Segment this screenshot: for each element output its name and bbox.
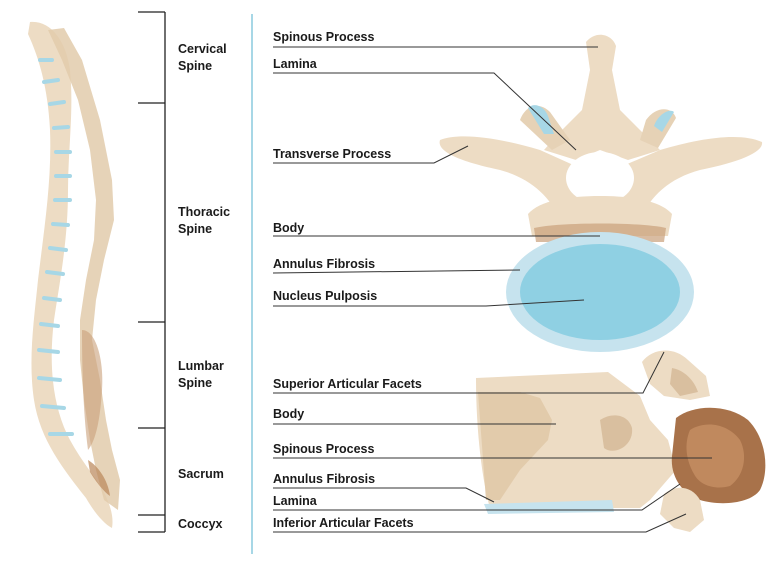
side-body-shade	[478, 392, 552, 500]
region-label-sacrum: Sacrum	[178, 466, 224, 483]
vertebral-foramen	[566, 152, 634, 204]
vertebra-side-view	[476, 350, 766, 532]
intervertebral-discs	[37, 58, 74, 436]
lumbar-shading	[82, 330, 103, 450]
facet-left	[528, 105, 554, 134]
region-label-thoracic: Thoracic Spine	[178, 204, 230, 238]
leader-lines	[272, 46, 712, 533]
label-inferior-articular-facets: Inferior Articular Facets	[273, 516, 414, 530]
region-label-line: Spine	[178, 59, 213, 73]
region-label-coccyx: Coccyx	[178, 516, 222, 533]
region-label-line: Spine	[178, 222, 213, 236]
region-label-line: Lumbar	[178, 359, 224, 373]
label-nucleus-pulposis: Nucleus Pulposis	[273, 289, 378, 303]
region-label-line: Thoracic	[178, 205, 231, 219]
label-side-annulus-fibrosis: Annulus Fibrosis	[273, 472, 376, 486]
spinal-processes	[48, 28, 120, 510]
label-side-spinous-process: Spinous Process	[273, 442, 375, 456]
label-superior-articular-facets: Superior Articular Facets	[273, 377, 422, 391]
spine-illustration	[28, 21, 120, 528]
side-body-spot	[600, 415, 633, 451]
label-transverse-process: Transverse Process	[273, 147, 392, 161]
label-spinous-process: Spinous Process	[273, 30, 375, 44]
sacrum-shading	[88, 460, 110, 496]
facet-right	[654, 110, 674, 132]
region-label-line: Coccyx	[178, 517, 223, 531]
nucleus-pulposis	[520, 244, 680, 340]
region-bracket	[138, 11, 166, 533]
vertebra-top-view	[439, 34, 763, 352]
spinal-column	[28, 21, 113, 528]
spinous-process	[544, 34, 660, 160]
label-lamina: Lamina	[273, 57, 317, 71]
region-label-line: Sacrum	[178, 467, 224, 481]
label-side-body: Body	[273, 407, 305, 421]
label-side-lamina: Lamina	[273, 494, 317, 508]
region-label-lumbar: Lumbar Spine	[178, 358, 224, 392]
region-label-line: Spine	[178, 376, 213, 390]
label-annulus-fibrosis: Annulus Fibrosis	[273, 257, 376, 271]
region-label-line: Cervical	[178, 42, 227, 56]
superior-facet-shade	[670, 368, 698, 396]
region-label-cervical: Cervical Spine	[178, 41, 227, 75]
label-body: Body	[273, 221, 305, 235]
spinous-process-side-light	[686, 424, 745, 488]
